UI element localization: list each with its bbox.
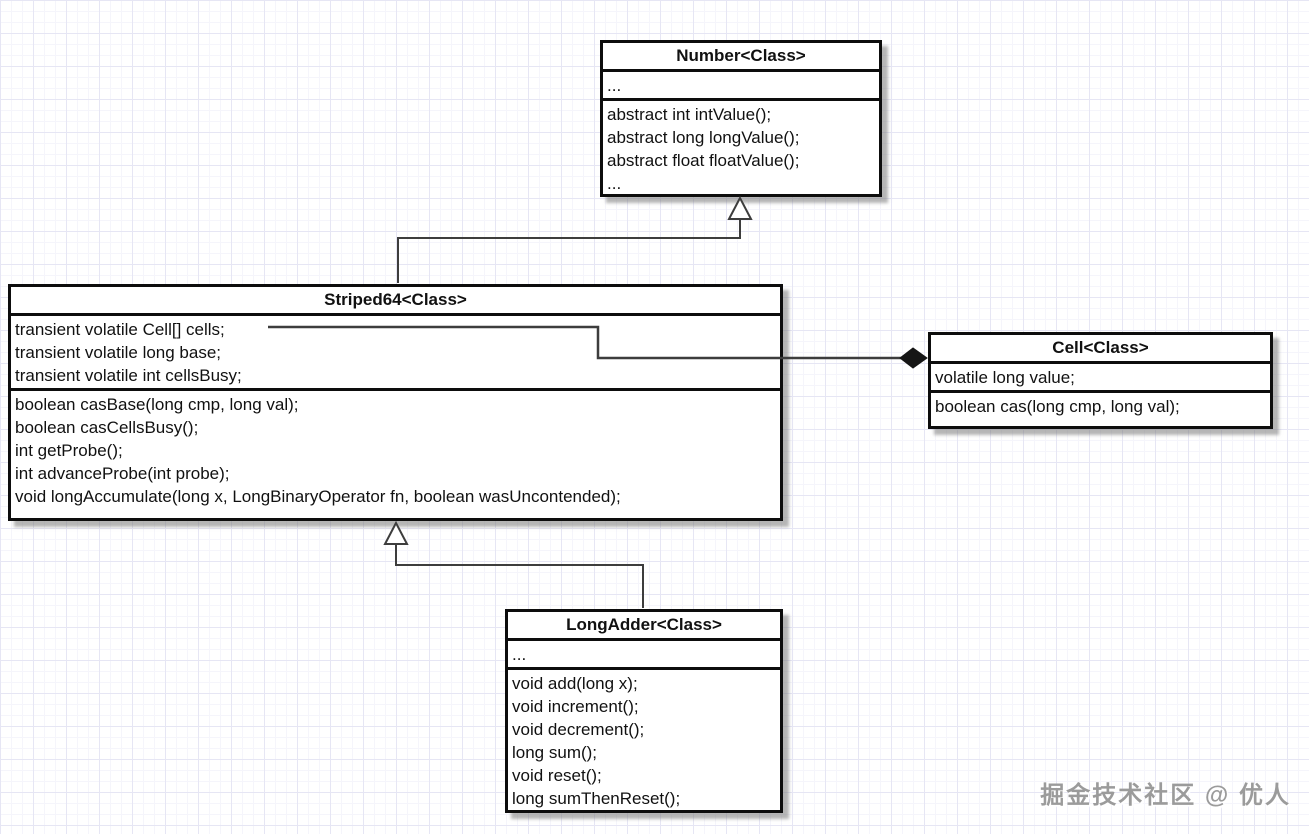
class-box-cell: Cell<Class> volatile long value; boolean… xyxy=(928,332,1273,429)
class-box-striped64: Striped64<Class> transient volatile Cell… xyxy=(8,284,783,521)
method-item: boolean casBase(long cmp, long val); xyxy=(15,395,299,414)
composition-diamond-icon xyxy=(899,347,928,369)
generalization-longadder-to-striped64 xyxy=(383,520,644,608)
fields-compartment-longadder: ... xyxy=(508,641,780,670)
method-item: abstract int intValue(); xyxy=(607,105,772,124)
method-item: void longAccumulate(long x, LongBinaryOp… xyxy=(15,487,621,506)
method-item: abstract float floatValue(); xyxy=(607,151,800,170)
method-item: long sumThenReset(); xyxy=(512,789,681,808)
method-item: int advanceProbe(int probe); xyxy=(15,464,230,483)
field-item: transient volatile Cell[] cells; xyxy=(15,320,225,339)
watermark: 掘金技术社区 @ 优人 xyxy=(1040,782,1291,809)
class-title-striped64: Striped64<Class> xyxy=(11,287,780,316)
method-item: void reset(); xyxy=(512,766,602,785)
fields-compartment-cell: volatile long value; xyxy=(931,364,1270,393)
method-item: ... xyxy=(607,174,622,193)
field-item: transient volatile long base; xyxy=(15,343,222,362)
class-title-number: Number<Class> xyxy=(603,43,879,72)
methods-compartment-striped64: boolean casBase(long cmp, long val); boo… xyxy=(11,391,780,518)
method-item: boolean cas(long cmp, long val); xyxy=(935,397,1180,416)
method-item: void add(long x); xyxy=(512,674,638,693)
method-item: int getProbe(); xyxy=(15,441,123,460)
class-title-cell: Cell<Class> xyxy=(931,335,1270,364)
fields-compartment-number: ... xyxy=(603,72,879,101)
method-item: abstract long longValue(); xyxy=(607,128,800,147)
field-item: transient volatile int cellsBusy; xyxy=(15,366,242,385)
class-box-number: Number<Class> ... abstract int intValue(… xyxy=(600,40,882,197)
methods-compartment-longadder: void add(long x); void increment(); void… xyxy=(508,670,780,811)
inheritance-arrow-icon xyxy=(727,195,753,220)
inheritance-arrow-icon xyxy=(383,520,409,545)
method-item: long sum(); xyxy=(512,743,598,762)
method-item: void increment(); xyxy=(512,697,639,716)
field-item: ... xyxy=(512,645,527,664)
methods-compartment-number: abstract int intValue(); abstract long l… xyxy=(603,101,879,196)
class-title-longadder: LongAdder<Class> xyxy=(508,612,780,641)
field-item: ... xyxy=(607,76,622,95)
field-item: volatile long value; xyxy=(935,368,1075,387)
class-box-longadder: LongAdder<Class> ... void add(long x); v… xyxy=(505,609,783,813)
method-item: void decrement(); xyxy=(512,720,645,739)
fields-compartment-striped64: transient volatile Cell[] cells; transie… xyxy=(11,316,780,391)
methods-compartment-cell: boolean cas(long cmp, long val); xyxy=(931,393,1270,426)
generalization-striped64-to-number xyxy=(397,195,753,283)
method-item: boolean casCellsBusy(); xyxy=(15,418,199,437)
